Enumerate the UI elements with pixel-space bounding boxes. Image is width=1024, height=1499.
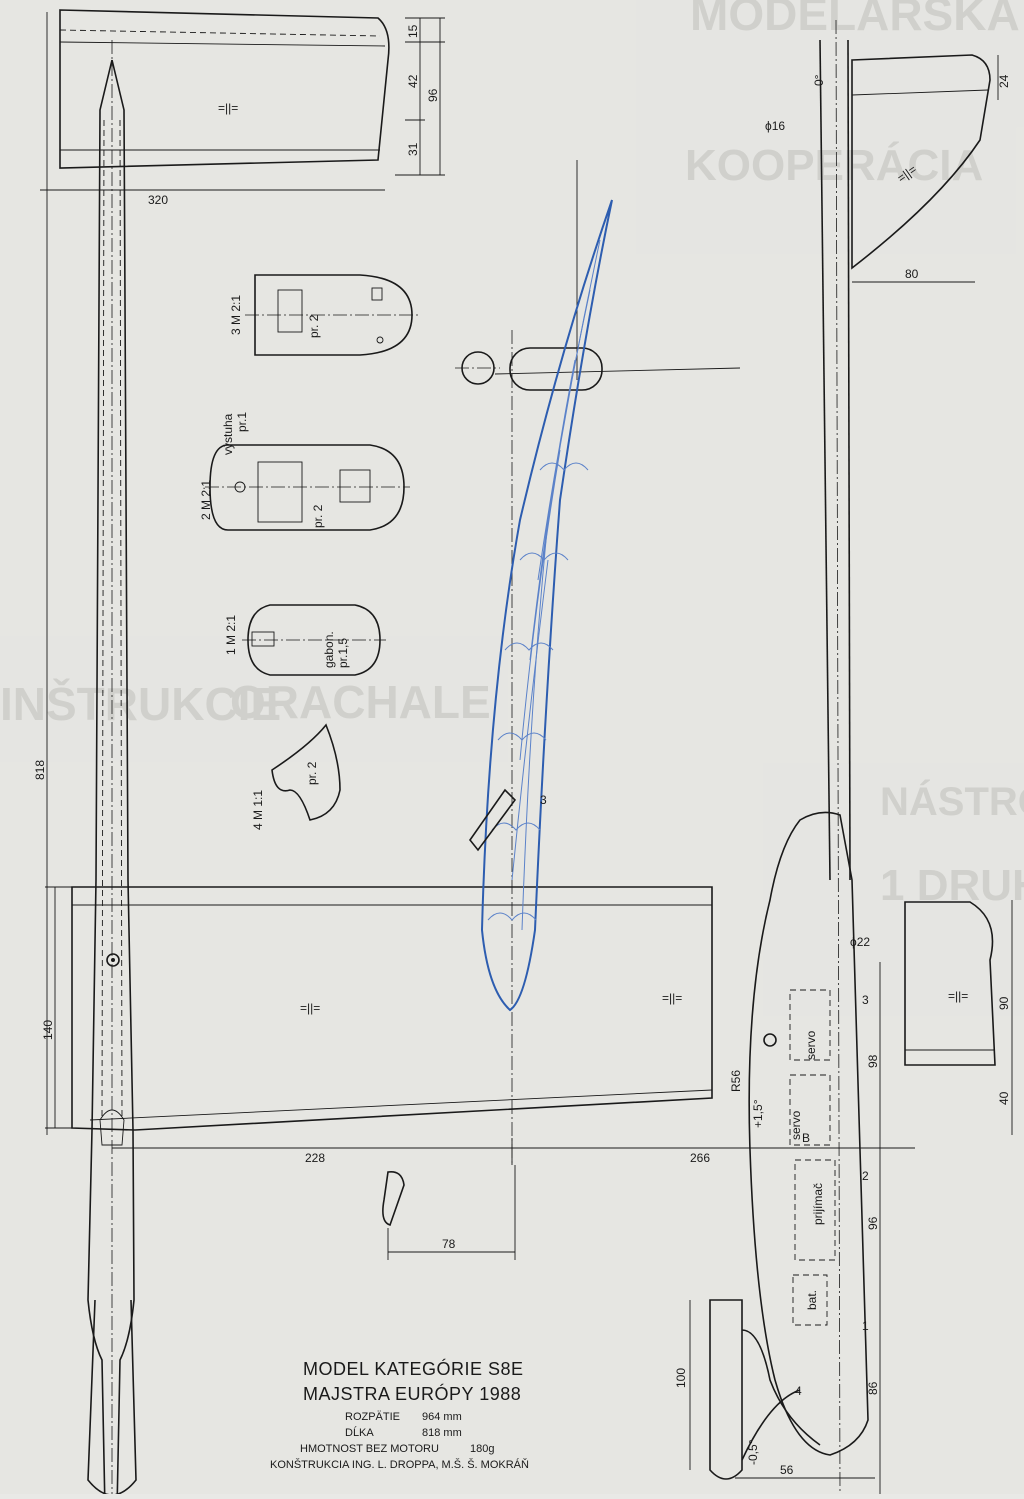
cg-mark	[763, 1033, 777, 1047]
section-1-note-2: pr.1,5	[336, 638, 350, 668]
spec-length-label: DĹKA	[345, 1426, 374, 1439]
bg-heading-1: MODELÁRSKA	[690, 0, 1020, 40]
bg-heading-5: NÁSTROJE	[880, 779, 1024, 824]
dim-fin-chord: 80	[905, 267, 919, 281]
wing-tip-rib	[382, 1170, 405, 1226]
section-1-outline	[247, 604, 381, 676]
servo-2-box	[789, 1074, 831, 1146]
dim-fuselage-width: 56	[780, 1463, 794, 1477]
grain-mark-1: =||=	[300, 1001, 320, 1015]
dim-half-span-right: 266	[690, 1151, 710, 1165]
title-block: MODEL KATEGÓRIE S8E MAJSTRA EURÓPY 1988 …	[270, 1358, 529, 1471]
servo-1-box	[789, 989, 831, 1061]
wing-bolt-detail	[469, 788, 517, 852]
pylon-outline	[904, 901, 996, 1066]
title-line-1: MODEL KATEGÓRIE S8E	[303, 1358, 524, 1379]
marker-b: B	[802, 1131, 810, 1145]
spec-span-label: ROZPÄTIE	[345, 1411, 400, 1423]
section-2-note-3: pr. 2	[311, 504, 325, 528]
label-servo-1: servo	[804, 1030, 818, 1060]
dim-tail-42: 42	[406, 74, 420, 88]
motor-pod	[709, 1299, 743, 1480]
credits: KONŠTRUKCIA ING. L. DROPPA, M.Š. Š. MOKR…	[270, 1458, 529, 1471]
sections: 3 M 2:1 pr. 2 2 M 2:1 výstuha pr.1 pr. 2…	[199, 274, 420, 830]
section-2-note-1: výstuha	[221, 413, 235, 455]
section-4-note: pr. 2	[305, 761, 319, 785]
dim-fuselage-98: 98	[866, 1054, 880, 1068]
fuselage-boom-left	[87, 59, 113, 1499]
wing-outline	[71, 886, 713, 1131]
dim-tail-31: 31	[406, 142, 420, 156]
fin-outline	[851, 54, 991, 270]
grain-mark-2: =||=	[662, 991, 682, 1005]
dim-tail-96: 96	[426, 88, 440, 102]
dim-boom-diameter: ϕ16	[765, 119, 785, 133]
front-view: 3	[455, 160, 741, 1165]
dim-fuselage-96: 96	[866, 1216, 880, 1230]
dim-angle-nose: -0,5°	[746, 1439, 760, 1465]
section-2-note-2: pr.1	[235, 412, 249, 432]
section-3-label: 3 M 2:1	[229, 295, 243, 335]
dim-fin-height: 24	[997, 74, 1011, 88]
mass-value: 180g	[470, 1443, 494, 1455]
receiver-box	[794, 1159, 836, 1261]
dim-overall-length: 818	[33, 760, 47, 780]
wing-bolt	[106, 953, 120, 967]
section-2-outline	[209, 444, 405, 531]
label-receiver: prijímač	[811, 1183, 825, 1225]
skid-curve	[741, 1329, 821, 1446]
fuselage-pod-outline	[748, 811, 869, 1456]
front-view-pylon	[509, 347, 603, 391]
spec-span-value: 964 mm	[422, 1411, 462, 1423]
dim-tail-15: 15	[406, 24, 420, 38]
dim-nose-100: 100	[674, 1368, 688, 1388]
section-ref-3: 3	[540, 793, 547, 807]
section-2-label: 2 M 2:1	[199, 480, 213, 520]
bg-heading-4: ORACHALE	[230, 676, 491, 728]
dim-wing-root: 140	[41, 1020, 55, 1040]
dim-pylon-diameter: ϕ22	[850, 935, 870, 949]
bg-heading-2: KOOPERÁCIA	[685, 140, 983, 190]
mass-label: HMOTNOST BEZ MOTORU	[300, 1443, 439, 1455]
dim-half-span-left: 228	[305, 1151, 325, 1165]
section-1-note-1: gabon.	[322, 631, 336, 668]
section-3-note: pr. 2	[307, 314, 321, 338]
section-1-label: 1 M 2:1	[224, 615, 238, 655]
pylon-grain-mark: =||=	[948, 989, 968, 1003]
title-line-2: MAJSTRA EURÓPY 1988	[303, 1383, 521, 1404]
dim-tail-span: 320	[148, 193, 168, 207]
blue-wing-outline	[480, 199, 613, 1012]
callout-4: 4	[795, 1384, 802, 1398]
spec-length-value: 818 mm	[422, 1427, 462, 1439]
dim-angle-tail: 0°	[812, 74, 826, 86]
callout-3: 3	[862, 993, 869, 1007]
tailplane-outline	[59, 9, 390, 169]
battery-box	[792, 1274, 828, 1326]
section-4-label: 4 M 1:1	[251, 790, 265, 830]
dim-radius: R56	[729, 1070, 743, 1092]
grain-mark-3: =||=	[218, 101, 238, 115]
dim-pylon-height: 90	[997, 996, 1011, 1010]
dim-pylon-base: 40	[997, 1091, 1011, 1105]
label-battery: bat.	[805, 1290, 819, 1310]
dim-incidence: +1,5°	[751, 1099, 765, 1128]
section-4-outline	[271, 723, 341, 821]
label-servo-2: servo	[789, 1110, 803, 1140]
top-view: 320 15 42 96 31 818 140 =||= =||=	[33, 9, 915, 1499]
dim-tip-offset: 78	[442, 1237, 456, 1251]
callout-2: 2	[862, 1169, 869, 1183]
callout-1: 1	[862, 1319, 869, 1333]
dim-fuselage-86: 86	[866, 1381, 880, 1395]
